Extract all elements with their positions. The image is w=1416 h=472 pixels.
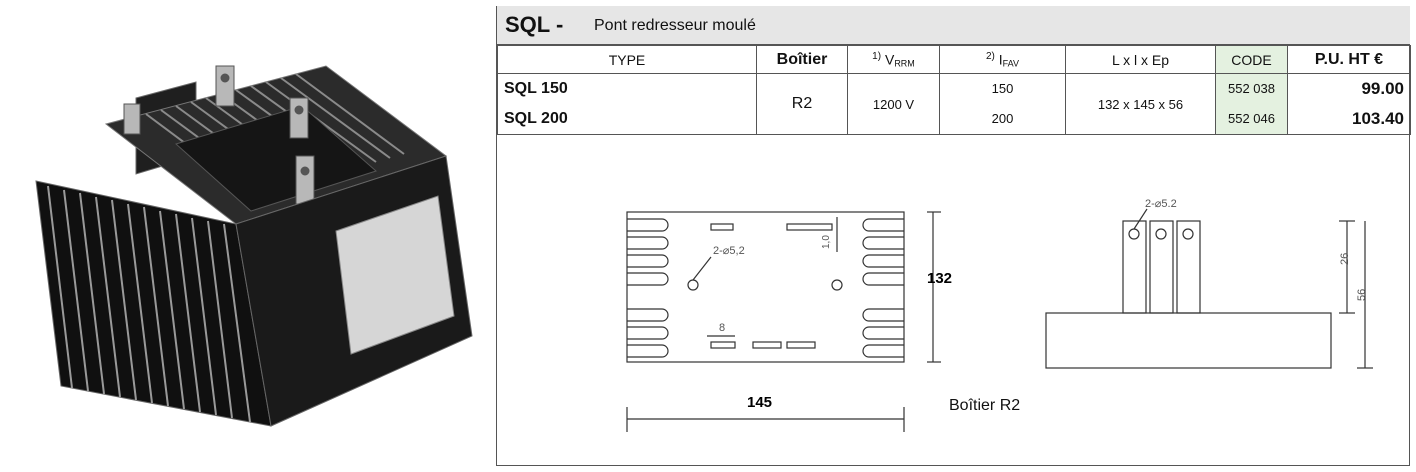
dims-cell: 132 x 145 x 56 <box>1065 73 1216 135</box>
hole-label-top: 2-⌀5,2 <box>713 245 745 257</box>
boitier-cell: R2 <box>756 73 848 135</box>
col-vrrm: 1) VRRM <box>847 45 940 74</box>
dim-132: 132 <box>927 270 952 287</box>
type-sql200: SQL 200 <box>504 110 568 127</box>
product-code: SQL - <box>505 12 564 37</box>
price-cell: 99.00 103.40 <box>1287 73 1411 135</box>
type-sql150: SQL 150 <box>504 80 568 97</box>
col-dims: L x l x Ep <box>1065 45 1216 74</box>
label-plate <box>335 195 455 355</box>
spec-table: TYPE Boîtier 1) VRRM 2) IFAV L x l x Ep … <box>497 45 1411 135</box>
dim-26: 26 <box>1339 253 1351 265</box>
col-boitier: Boîtier <box>756 45 848 74</box>
side-view <box>1045 208 1373 369</box>
table-row: SQL 150 SQL 200 R2 1200 V 150 200 132 x … <box>497 73 1411 135</box>
offset-label: 1,0 <box>821 235 832 249</box>
table-header-row: TYPE Boîtier 1) VRRM 2) IFAV L x l x Ep … <box>497 45 1411 74</box>
heatsink-photo <box>35 65 473 427</box>
product-description: Pont redresseur moulé <box>594 17 756 34</box>
dim-56: 56 <box>1356 289 1368 301</box>
dimension-drawing: 132 145 2-⌀5,2 8 1,0 2-⌀5.2 26 <box>626 198 1373 432</box>
spec-panel: SQL - Pont redresseur moulé TYPE Boîtier… <box>497 6 1411 466</box>
col-ifav: 2) IFAV <box>939 45 1066 74</box>
product-photo <box>6 6 497 466</box>
col-type: TYPE <box>497 45 757 74</box>
vrrm-cell: 1200 V <box>847 73 940 135</box>
type-cell: SQL 150 SQL 200 <box>497 73 757 135</box>
title-bar: SQL - Pont redresseur moulé <box>497 6 1410 45</box>
technical-drawing: 132 145 2-⌀5,2 8 1,0 2-⌀5.2 26 <box>497 177 1410 466</box>
top-view <box>626 211 941 432</box>
spacing-8: 8 <box>719 322 725 334</box>
hole-label-side: 2-⌀5.2 <box>1145 198 1177 210</box>
col-price: P.U. HT € <box>1287 45 1411 74</box>
col-code: CODE <box>1215 45 1288 74</box>
ifav-cell: 150 200 <box>939 73 1066 135</box>
code-cell: 552 038 552 046 <box>1215 73 1288 135</box>
dim-145: 145 <box>747 394 772 411</box>
drawing-caption: Boîtier R2 <box>949 397 1021 414</box>
